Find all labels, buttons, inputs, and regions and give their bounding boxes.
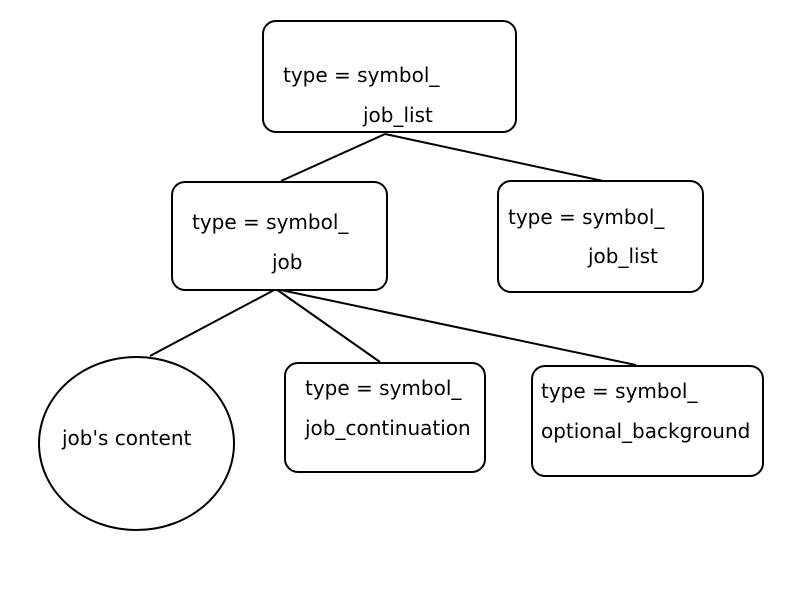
node-job-list-child-symbol-name: job_list xyxy=(588,244,658,268)
node-job-continuation-type-label: type = symbol_ xyxy=(305,376,462,400)
node-job-symbol-name: job xyxy=(272,250,303,274)
node-job-continuation: type = symbol_ job_continuation xyxy=(284,362,486,473)
node-job-continuation-symbol-name: job_continuation xyxy=(305,416,471,440)
edge-job-to-content xyxy=(149,288,277,357)
node-optional-background-type-label: type = symbol_ xyxy=(541,379,698,403)
node-job-list-child-type-label: type = symbol_ xyxy=(508,205,665,229)
node-job: type = symbol_ job xyxy=(171,181,388,291)
node-optional-background: type = symbol_ optional_background xyxy=(531,365,764,477)
node-root-symbol-name: job_list xyxy=(363,103,433,127)
node-root-type-label: type = symbol_ xyxy=(283,63,440,87)
node-optional-background-symbol-name: optional_background xyxy=(541,419,751,443)
edge-job-to-continuation xyxy=(275,288,381,363)
node-job-content-label: job's content xyxy=(62,426,192,450)
edge-root-to-job-list xyxy=(384,133,604,182)
edge-root-to-job xyxy=(280,133,386,182)
node-job-type-label: type = symbol_ xyxy=(192,210,349,234)
node-job-content: job's content xyxy=(38,356,235,531)
node-job-list-child: type = symbol_ job_list xyxy=(497,180,704,293)
edge-job-to-optional-background xyxy=(275,288,637,366)
node-root-job-list: type = symbol_ job_list xyxy=(262,20,517,133)
